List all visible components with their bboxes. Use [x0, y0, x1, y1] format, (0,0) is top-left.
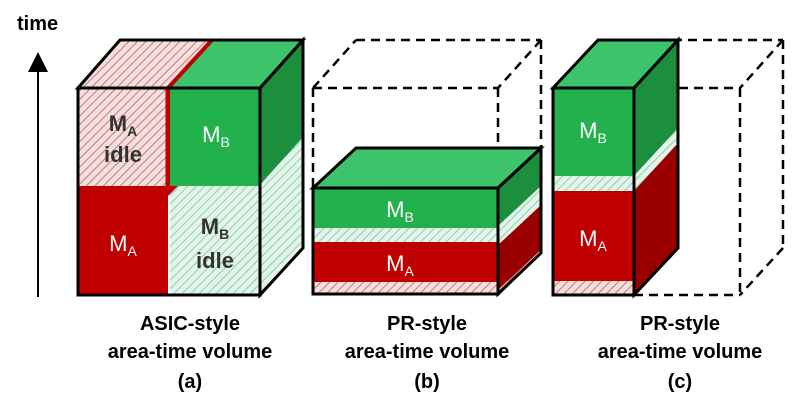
- label-ma-c: MA: [579, 226, 607, 254]
- block-mb-b: [313, 188, 498, 228]
- block-ma-idle: [78, 88, 168, 186]
- panel-c: MB MA PR-style area-time volume (c): [549, 36, 785, 393]
- caption-b-line2: area-time volume: [345, 341, 510, 363]
- block-ma-b: [313, 242, 498, 282]
- label-ma-a: MA: [109, 231, 137, 259]
- panel-b: MB MA PR-style area-time volume (b): [309, 38, 545, 393]
- caption-a-line2: area-time volume: [108, 341, 273, 363]
- panel-b-top-face: [313, 148, 541, 188]
- label-mb-idle: MB: [201, 214, 229, 242]
- label-mb-b: MB: [386, 197, 414, 225]
- panel-a-side-lower: [260, 137, 303, 295]
- caption-b-line3: (b): [414, 371, 440, 393]
- panel-c-top-face: [553, 40, 678, 88]
- label-mb-c: MB: [579, 118, 607, 146]
- time-axis-label: time: [17, 13, 58, 35]
- block-mb-idle: [170, 186, 260, 295]
- label-mb-idle-word: idle: [196, 248, 234, 273]
- label-ma-idle-word: idle: [104, 142, 142, 167]
- block-ma-c: [553, 191, 634, 281]
- caption-a-line1: ASIC-style: [140, 313, 240, 335]
- label-ma-idle: MA: [109, 111, 137, 139]
- block-mb: [170, 88, 260, 186]
- time-axis: time: [17, 13, 58, 297]
- caption-c-line3: (c): [668, 371, 692, 393]
- caption-c-line1: PR-style: [640, 313, 720, 335]
- caption-b-line1: PR-style: [387, 313, 467, 335]
- caption-c-line2: area-time volume: [598, 341, 763, 363]
- block-mb-c: [553, 88, 634, 176]
- caption-a-line3: (a): [178, 371, 202, 393]
- panel-a: MA idle MB MA MB idle ASIC-style area-ti…: [74, 36, 307, 393]
- block-ma: [78, 186, 168, 295]
- label-mb-a: MB: [202, 122, 230, 150]
- label-ma-b: MA: [386, 251, 414, 279]
